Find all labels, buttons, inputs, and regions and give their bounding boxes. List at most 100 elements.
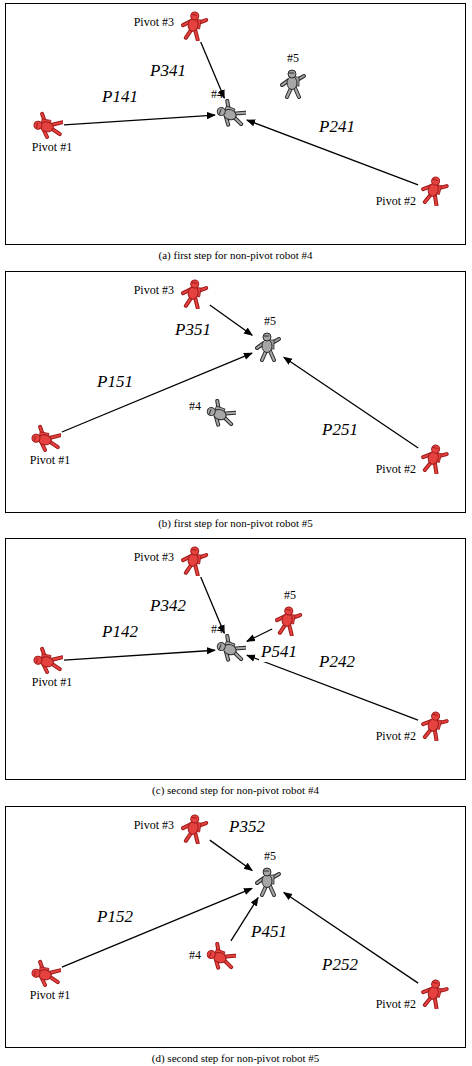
robot-label: #5 (284, 589, 296, 602)
robot-icon (31, 959, 61, 989)
robot: Pivot #2 (419, 176, 449, 206)
robot-figure (181, 546, 207, 576)
robot: #5 (253, 867, 283, 897)
robot-label: Pivot #2 (376, 730, 416, 743)
robot: #5 (278, 69, 308, 99)
vector-label: P251 (320, 421, 360, 440)
vector-label: P151 (95, 373, 135, 392)
robot-icon (419, 711, 449, 741)
robot-figure (206, 399, 236, 429)
robot-figure (420, 979, 448, 1009)
robot-icon (419, 979, 449, 1009)
robot-figure (181, 11, 207, 41)
robot-figure (33, 113, 63, 139)
robot-icon (216, 99, 246, 129)
panel-caption: (c) second step for non-pivot robot #4 (152, 784, 319, 796)
robot-figure (31, 961, 61, 987)
vector-arrow (284, 357, 418, 448)
robot-label: Pivot #2 (376, 998, 416, 1011)
robot: #5 (273, 606, 303, 636)
vector-arrow (247, 120, 418, 185)
scene-panel: (d) second step for non-pivot robot #5Pi… (5, 806, 466, 1048)
vector-label: P351 (173, 321, 213, 340)
robot: Pivot #2 (419, 711, 449, 741)
robot-label: Pivot #1 (30, 454, 70, 467)
vector-label: P342 (148, 597, 188, 616)
vector-arrow (62, 888, 252, 967)
vector-arrow (284, 892, 418, 983)
robot: Pivot #3 (179, 546, 209, 576)
robot-figure (206, 942, 236, 972)
robot-label: Pivot #1 (32, 676, 72, 689)
robot-icon (179, 546, 209, 576)
robot-label: #4 (211, 88, 223, 101)
robot: Pivot #1 (31, 959, 61, 989)
vector-label: P141 (100, 88, 140, 107)
robot: #4 (206, 399, 236, 429)
panel-caption: (b) first step for non-pivot robot #5 (158, 517, 313, 529)
vector-arrow (62, 353, 252, 432)
robot-figure (181, 814, 207, 844)
robot-label: Pivot #2 (376, 463, 416, 476)
robot-figure (216, 634, 246, 664)
robot: Pivot #2 (419, 979, 449, 1009)
vector-label: P152 (95, 908, 135, 927)
robot: Pivot #1 (33, 646, 63, 676)
robot-icon (278, 69, 308, 99)
scene-panel: (b) first step for non-pivot robot #5Piv… (5, 271, 466, 513)
robot-icon (419, 444, 449, 474)
robot-icon (179, 814, 209, 844)
robot: Pivot #1 (31, 424, 61, 454)
robot-icon (33, 111, 63, 141)
vector-arrow (210, 840, 252, 870)
robot-icon (206, 942, 236, 972)
robot: Pivot #2 (419, 444, 449, 474)
robot: #4 (216, 99, 246, 129)
scene-panel: (a) first step for non-pivot robot #4Piv… (5, 3, 466, 245)
vector-arrow (210, 305, 252, 335)
robot-figure (31, 425, 61, 451)
vector-label: P352 (227, 818, 267, 837)
robot-label: Pivot #3 (134, 16, 174, 29)
vector-label: P252 (320, 956, 360, 975)
vector-label: P241 (317, 118, 357, 137)
robot-label: #4 (189, 949, 201, 962)
robot-figure (420, 711, 448, 741)
robot-label: Pivot #1 (30, 989, 70, 1002)
robot-label: #5 (287, 52, 299, 65)
robot-label: Pivot #3 (134, 551, 174, 564)
robot: Pivot #3 (179, 11, 209, 41)
vector-arrow (247, 655, 418, 720)
robot-icon (216, 634, 246, 664)
robot-icon (31, 424, 61, 454)
panel-caption: (d) second step for non-pivot robot #5 (152, 1052, 319, 1064)
robot: #4 (206, 942, 236, 972)
robot-icon (273, 606, 303, 636)
vector-label: P242 (317, 653, 357, 672)
vector-arrow (231, 898, 258, 941)
robot-icon (419, 176, 449, 206)
robot-figure (257, 333, 279, 360)
robot-figure (275, 606, 301, 636)
robot-icon (253, 332, 283, 362)
robot-label: #4 (189, 400, 201, 413)
vector-label: P541 (259, 643, 299, 662)
robot: #5 (253, 332, 283, 362)
robot-label: #5 (264, 850, 276, 863)
robot-label: Pivot #1 (32, 141, 72, 154)
panel-caption: (a) first step for non-pivot robot #4 (159, 249, 313, 261)
robot-figure (257, 868, 279, 895)
robot: Pivot #3 (179, 814, 209, 844)
vector-arrow (64, 115, 215, 125)
robot-figure (216, 99, 246, 129)
robot: Pivot #1 (33, 111, 63, 141)
robot-label: Pivot #2 (376, 195, 416, 208)
robot-icon (179, 279, 209, 309)
robot-label: Pivot #3 (134, 819, 174, 832)
robot-figure (33, 648, 63, 674)
robot: #4 (216, 634, 246, 664)
robot-figure (181, 279, 207, 309)
robot-figure (420, 176, 448, 206)
